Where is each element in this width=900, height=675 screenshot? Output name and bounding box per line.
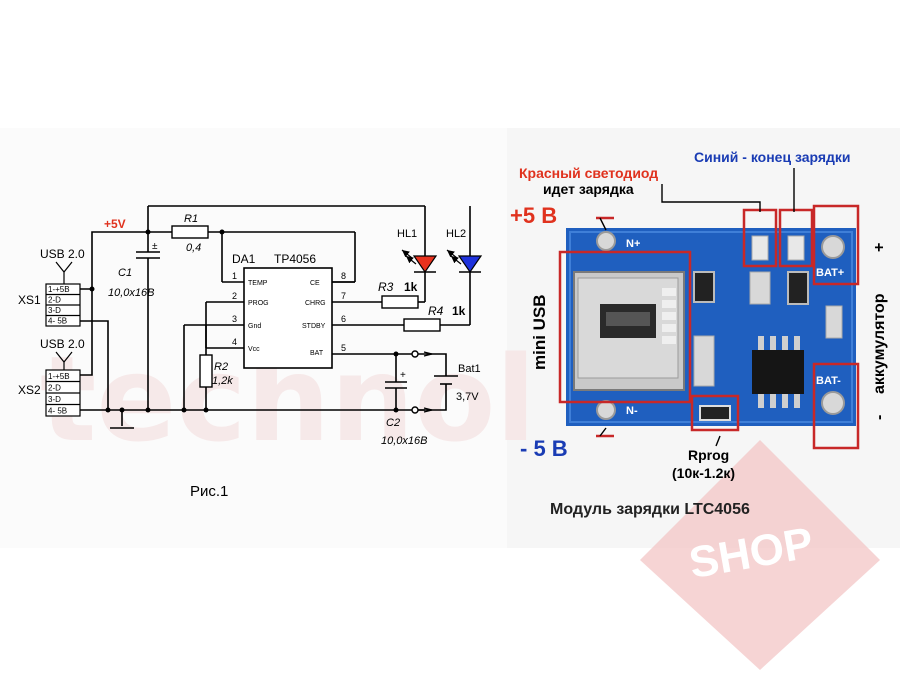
ic-pin-1-num: 1 <box>232 271 237 281</box>
r2-resistor <box>199 354 213 388</box>
ic-left-pins: 1 2 3 4 TEMP PROG Gnd Vcc <box>184 271 269 353</box>
xs1-pin-1: 1-+5В <box>48 285 70 294</box>
ic-pin-7-num: 7 <box>341 291 346 301</box>
r2-value: 1,2k <box>212 375 233 387</box>
plus5v-callout: +5 В <box>510 203 557 228</box>
hl2-label: HL2 <box>446 228 466 240</box>
da1-label: DA1 <box>232 252 256 266</box>
c2-name: C2 <box>386 417 400 429</box>
pad-n-minus <box>596 400 616 420</box>
red-led-callout-line1: Красный светодиод <box>519 165 658 181</box>
c2-value: 10,0x16В <box>381 435 427 447</box>
ic-pin-8-num: 8 <box>341 271 346 281</box>
xs1-pin-4: 4- 5В <box>48 317 67 326</box>
xs2-pin-2: 2-D <box>48 384 61 393</box>
blue-led-callout: Синий - конец зарядки <box>694 149 851 165</box>
ic-pin-7-name: CHRG <box>305 300 326 307</box>
watermark: technol SHOP <box>40 330 880 670</box>
ic-pin-5-name: BAT <box>310 350 324 357</box>
battery-callout-plus: + <box>871 243 888 252</box>
battery-callout-word: аккумулятор <box>871 293 888 394</box>
r3-resistor <box>381 295 419 309</box>
r4-label: R4 <box>428 304 444 318</box>
r1-resistor <box>171 225 209 239</box>
ic-pin-6-name: STDBY <box>302 323 326 330</box>
r3-value: 1k <box>404 280 418 294</box>
xs2-label: XS2 <box>18 383 41 397</box>
ic-right-pins: 8 7 6 5 CE CHRG STDBY BAT <box>302 271 412 357</box>
pcb-label-n-minus: N- <box>626 405 638 417</box>
minus5v-callout: - 5 В <box>520 436 568 461</box>
ic-pin-8-name: CE <box>310 280 320 287</box>
xs1-pin-2: 2-D <box>48 296 61 305</box>
pad-n-plus <box>596 231 616 251</box>
usb1-label: USB 2.0 <box>40 247 85 261</box>
r4-value: 1k <box>452 304 466 318</box>
xs2-pin-1: 1-+5В <box>48 372 70 381</box>
ic-pin-5-num: 5 <box>341 343 346 353</box>
r3-label: R3 <box>378 280 394 294</box>
pad-bat-plus <box>821 235 845 259</box>
ic-pin-2-num: 2 <box>232 291 237 301</box>
ic-name: TP4056 <box>274 252 316 266</box>
rprog-frame <box>690 394 740 432</box>
rprog-resistor <box>699 405 731 421</box>
xs1-label: XS1 <box>18 293 41 307</box>
c2-polarity: + <box>400 370 406 381</box>
ic-pin-6-num: 6 <box>341 314 346 324</box>
mini-usb-callout: mini USB <box>530 294 549 370</box>
watermark-diamond <box>640 440 880 670</box>
rprog-callout-line1: Rprog <box>688 447 729 463</box>
usb1-plug-icon <box>55 261 73 273</box>
ic-pin-1-name: TEMP <box>248 280 268 287</box>
usb2-label: USB 2.0 <box>40 337 85 351</box>
schematic: USB 2.0 XS1 1-+5В 2-D 3-D 4- 5В USB 2.0 … <box>18 205 483 500</box>
c1-value: 10,0x16В <box>108 287 154 299</box>
bat-plus-frame <box>812 204 860 286</box>
r2-name: R2 <box>214 361 228 373</box>
pcb-label-bat-plus: BAT+ <box>816 267 844 279</box>
r4-resistor <box>403 318 441 332</box>
xs1-pin-3: 3-D <box>48 306 61 315</box>
ic-pin-4-name: Vcc <box>248 346 260 353</box>
xs2-pin-4: 4- 5В <box>48 407 67 416</box>
pad-bat-minus <box>821 391 845 415</box>
rprog-callout-line2: (10к-1.2к) <box>672 465 735 481</box>
ic-pin-3-name: Gnd <box>248 323 261 330</box>
ic-tp4056 <box>243 267 333 369</box>
bat1-value: 3,7V <box>456 391 479 403</box>
ic-pin-4-num: 4 <box>232 337 237 347</box>
blue-led-frame <box>778 208 814 268</box>
red-led-callout-line2: идет зарядка <box>543 181 634 197</box>
bat-minus-frame <box>812 362 860 450</box>
charger-ic <box>752 350 804 394</box>
bat1-name: Bat1 <box>458 363 481 375</box>
module-caption: Модуль зарядки LTC4056 <box>550 501 750 518</box>
figure-caption: Рис.1 <box>190 483 228 500</box>
usb-frame <box>558 250 692 404</box>
ic-pin-2-name: PROG <box>248 300 269 307</box>
battery-callout: - аккумулятор + <box>871 243 888 420</box>
module: N+ N- BAT+ BAT- <box>510 149 888 518</box>
ic-pin-3-num: 3 <box>232 314 237 324</box>
c1-name: C1 <box>118 267 132 279</box>
hl1-label: HL1 <box>397 228 417 240</box>
pcb-label-n-plus: N+ <box>626 238 640 250</box>
r1-name: R1 <box>184 213 198 225</box>
plus5v-label: +5V <box>104 217 126 231</box>
hl2-blue-led <box>457 255 483 274</box>
r1-value: 0,4 <box>186 242 201 254</box>
c1-polarity: ± <box>152 241 158 252</box>
hl1-red-led <box>412 255 438 274</box>
xs2-pin-3: 3-D <box>48 395 61 404</box>
pcb-label-bat-minus: BAT- <box>816 375 841 387</box>
battery-callout-minus: - <box>871 415 888 420</box>
